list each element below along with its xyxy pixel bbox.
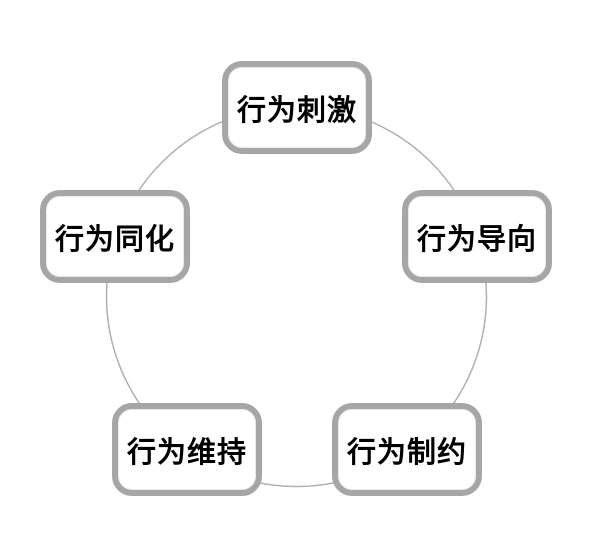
node-box-right: 行为导向	[402, 190, 552, 283]
node-label: 行为导向	[416, 223, 537, 256]
node-label: 行为同化	[54, 223, 175, 256]
node-label: 行为维持	[126, 436, 247, 469]
node-box-left: 行为同化	[40, 190, 190, 283]
node-label: 行为刺激	[236, 94, 357, 127]
node-box-bottom-left: 行为维持	[112, 403, 262, 496]
node-box-top: 行为刺激	[222, 61, 372, 154]
node-label: 行为制约	[346, 436, 467, 469]
node-box-bottom-right: 行为制约	[332, 403, 482, 496]
